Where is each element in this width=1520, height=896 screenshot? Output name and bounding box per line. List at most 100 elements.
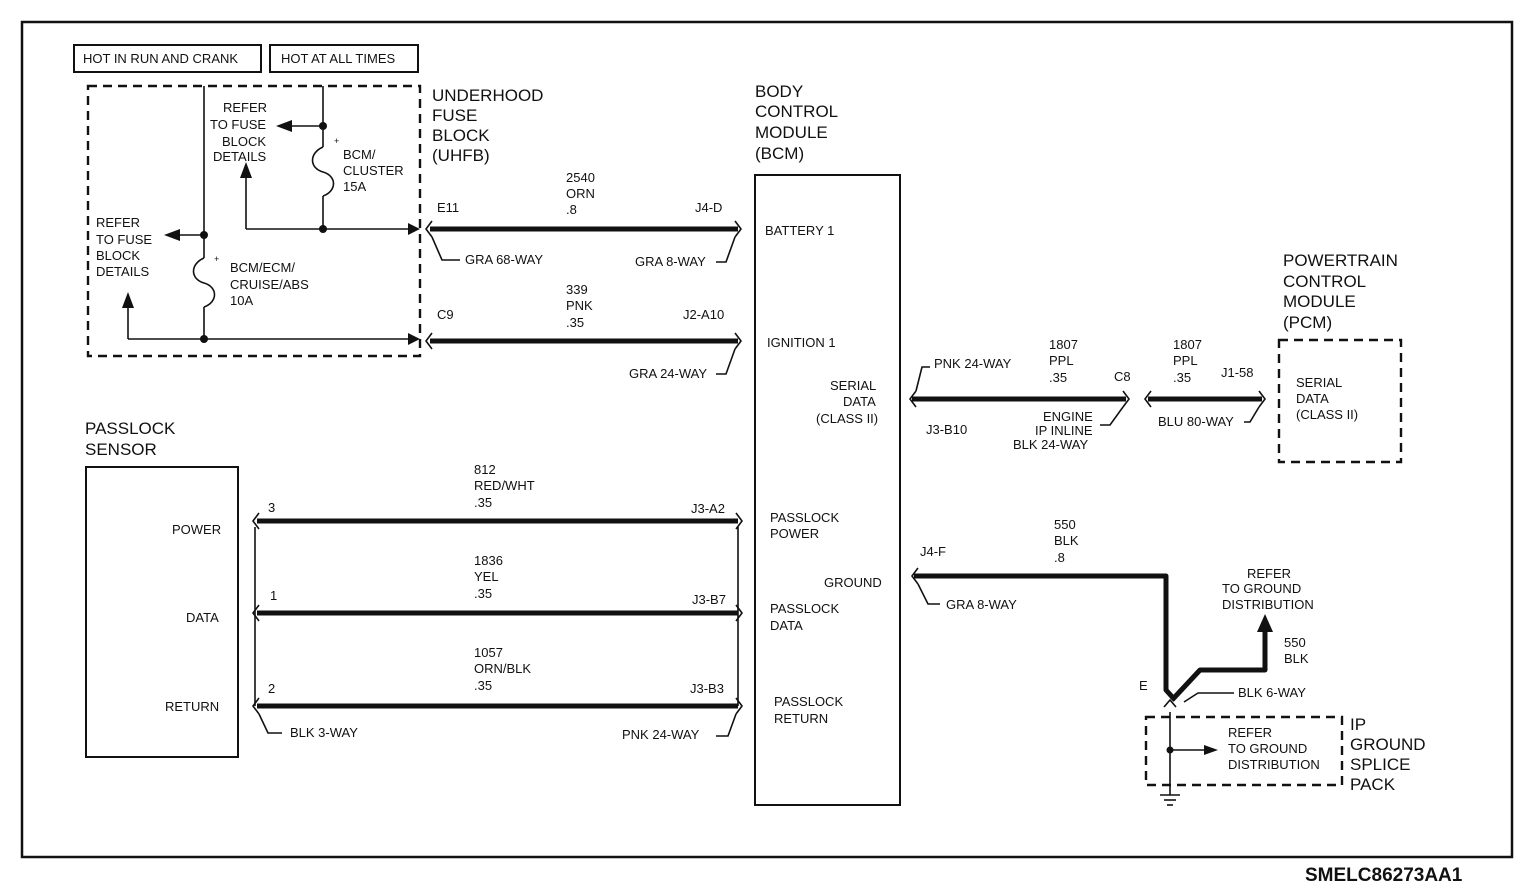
svg-text:BLOCK: BLOCK bbox=[222, 134, 266, 149]
svg-text:POWERTRAIN: POWERTRAIN bbox=[1283, 251, 1398, 270]
svg-text:PNK: PNK bbox=[566, 298, 593, 313]
ground-symbol-icon bbox=[1160, 794, 1180, 806]
uhfb-title: UNDERHOOD FUSE BLOCK (UHFB) bbox=[432, 86, 543, 165]
ip-ground-splice-pack-title: IP GROUND SPLICE PACK bbox=[1350, 715, 1426, 794]
connector-blk-3-way: BLK 3-WAY bbox=[290, 725, 358, 740]
bcm-box bbox=[754, 174, 901, 806]
svg-text:YEL: YEL bbox=[474, 569, 499, 584]
arrow-up-icon bbox=[240, 162, 252, 178]
svg-text:(CLASS II): (CLASS II) bbox=[1296, 407, 1358, 422]
svg-text:PPL: PPL bbox=[1049, 353, 1074, 368]
svg-text:CLUSTER: CLUSTER bbox=[343, 163, 404, 178]
svg-text:.35: .35 bbox=[474, 678, 492, 693]
svg-text:.8: .8 bbox=[566, 202, 577, 217]
wire-1807-c8-pcm: 1807 PPL .35 bbox=[1144, 337, 1266, 423]
svg-text:1057: 1057 bbox=[474, 645, 503, 660]
bcm-ground-pin: GROUND bbox=[824, 575, 882, 590]
svg-text:.35: .35 bbox=[1049, 370, 1067, 385]
arrow-left-icon bbox=[276, 120, 292, 132]
connector-chevron-icon bbox=[252, 697, 260, 715]
pin-2: 2 bbox=[268, 681, 275, 696]
bcm-passlock-return-pin: PASSLOCK RETURN bbox=[774, 694, 843, 726]
svg-text:+: + bbox=[214, 254, 219, 264]
svg-text:REFER: REFER bbox=[223, 100, 267, 115]
bcm-ignition-pin: IGNITION 1 bbox=[767, 335, 836, 350]
hot-in-run-crank-label: HOT IN RUN AND CRANK bbox=[83, 51, 238, 66]
passlock-sensor-title: PASSLOCK SENSOR bbox=[85, 419, 176, 459]
wire-1807-bcm-c8: 1807 PPL .35 bbox=[909, 337, 1130, 426]
connector-chevron-icon bbox=[735, 604, 743, 622]
svg-text:PACK: PACK bbox=[1350, 775, 1396, 794]
arrow-right-icon bbox=[408, 223, 420, 235]
fuse-bcm-cluster-icon bbox=[311, 146, 335, 197]
connector-j4-d: J4-D bbox=[695, 200, 722, 215]
connector-j3-b7: J3-B7 bbox=[692, 592, 726, 607]
connector-j3-a2: J3-A2 bbox=[691, 501, 725, 516]
svg-text:UNDERHOOD: UNDERHOOD bbox=[432, 86, 543, 105]
svg-text:BLK 24-WAY: BLK 24-WAY bbox=[1013, 437, 1088, 452]
terminal-e11: E11 bbox=[437, 200, 459, 215]
fuse-bcm-ecm-icon bbox=[192, 257, 216, 308]
refer-ground-distribution-pack: REFER TO GROUND DISTRIBUTION bbox=[1228, 725, 1320, 772]
connector-chevron-icon bbox=[909, 390, 917, 408]
connector-chevron-icon bbox=[735, 512, 743, 530]
svg-text:(CLASS II): (CLASS II) bbox=[816, 411, 878, 426]
connector-j3-b10: J3-B10 bbox=[926, 422, 967, 437]
wire-1836: 1836 YEL .35 bbox=[252, 553, 743, 622]
svg-text:.35: .35 bbox=[474, 586, 492, 601]
uhfb-refer-left: REFER TO FUSE BLOCK DETAILS bbox=[96, 215, 152, 279]
svg-text:DATA: DATA bbox=[1296, 391, 1329, 406]
terminal-c9: C9 bbox=[437, 307, 454, 322]
bcm-title: BODY CONTROL MODULE (BCM) bbox=[755, 82, 838, 163]
connector-chevron-icon bbox=[425, 220, 433, 238]
connector-c8: C8 bbox=[1114, 369, 1131, 384]
bcm-battery-pin: BATTERY 1 bbox=[765, 223, 834, 238]
svg-text:.35: .35 bbox=[1173, 370, 1191, 385]
svg-text:BLK: BLK bbox=[1284, 651, 1309, 666]
svg-text:POWER: POWER bbox=[770, 526, 819, 541]
svg-text:BLK: BLK bbox=[1054, 533, 1079, 548]
connector-j3-b3: J3-B3 bbox=[690, 681, 724, 696]
hot-at-all-times-label: HOT AT ALL TIMES bbox=[281, 51, 395, 66]
svg-text:DISTRIBUTION: DISTRIBUTION bbox=[1228, 757, 1320, 772]
wire-339: 339 PNK .35 bbox=[425, 282, 742, 375]
connector-pnk-24-way-serial: PNK 24-WAY bbox=[934, 356, 1012, 371]
connector-pnk-24-way-bottom: PNK 24-WAY bbox=[622, 727, 700, 742]
connector-j4-f: J4-F bbox=[920, 544, 946, 559]
svg-text:(BCM): (BCM) bbox=[755, 144, 804, 163]
pcm-title: POWERTRAIN CONTROL MODULE (PCM) bbox=[1283, 251, 1398, 332]
connector-blu-80-way: BLU 80-WAY bbox=[1158, 414, 1234, 429]
svg-text:MODULE: MODULE bbox=[1283, 292, 1356, 311]
connector-j2-a10: J2-A10 bbox=[683, 307, 724, 322]
svg-text:RETURN: RETURN bbox=[774, 711, 828, 726]
svg-text:2540: 2540 bbox=[566, 170, 595, 185]
svg-text:1836: 1836 bbox=[474, 553, 503, 568]
pin-3: 3 bbox=[268, 500, 275, 515]
svg-text:IP: IP bbox=[1350, 715, 1366, 734]
svg-text:+: + bbox=[334, 136, 339, 146]
svg-text:IP INLINE: IP INLINE bbox=[1035, 423, 1093, 438]
svg-text:ORN: ORN bbox=[566, 186, 595, 201]
svg-text:SERIAL: SERIAL bbox=[830, 378, 876, 393]
connector-chevron-icon bbox=[425, 332, 433, 350]
svg-text:812: 812 bbox=[474, 462, 496, 477]
arrow-right-icon bbox=[1204, 745, 1218, 755]
svg-text:ORN/BLK: ORN/BLK bbox=[474, 661, 531, 676]
connector-chevron-icon bbox=[734, 220, 742, 238]
svg-text:339: 339 bbox=[566, 282, 588, 297]
svg-text:MODULE: MODULE bbox=[755, 123, 828, 142]
uhfb-outline bbox=[86, 84, 422, 358]
svg-text:PPL: PPL bbox=[1173, 353, 1198, 368]
svg-text:CONTROL: CONTROL bbox=[1283, 272, 1366, 291]
svg-text:BLOCK: BLOCK bbox=[432, 126, 490, 145]
arrow-right-icon bbox=[408, 333, 420, 345]
svg-text:BCM/ECM/: BCM/ECM/ bbox=[230, 260, 295, 275]
svg-text:BODY: BODY bbox=[755, 82, 803, 101]
svg-text:PASSLOCK: PASSLOCK bbox=[770, 601, 839, 616]
connector-gra-8-way-ground: GRA 8-WAY bbox=[946, 597, 1017, 612]
svg-text:TO FUSE: TO FUSE bbox=[96, 232, 152, 247]
wire-812: 812 RED/WHT .35 bbox=[252, 462, 743, 530]
hot-at-all-times-box: HOT AT ALL TIMES bbox=[269, 44, 419, 73]
connector-gra-8-way: GRA 8-WAY bbox=[635, 254, 706, 269]
svg-text:PASSLOCK: PASSLOCK bbox=[85, 419, 176, 438]
